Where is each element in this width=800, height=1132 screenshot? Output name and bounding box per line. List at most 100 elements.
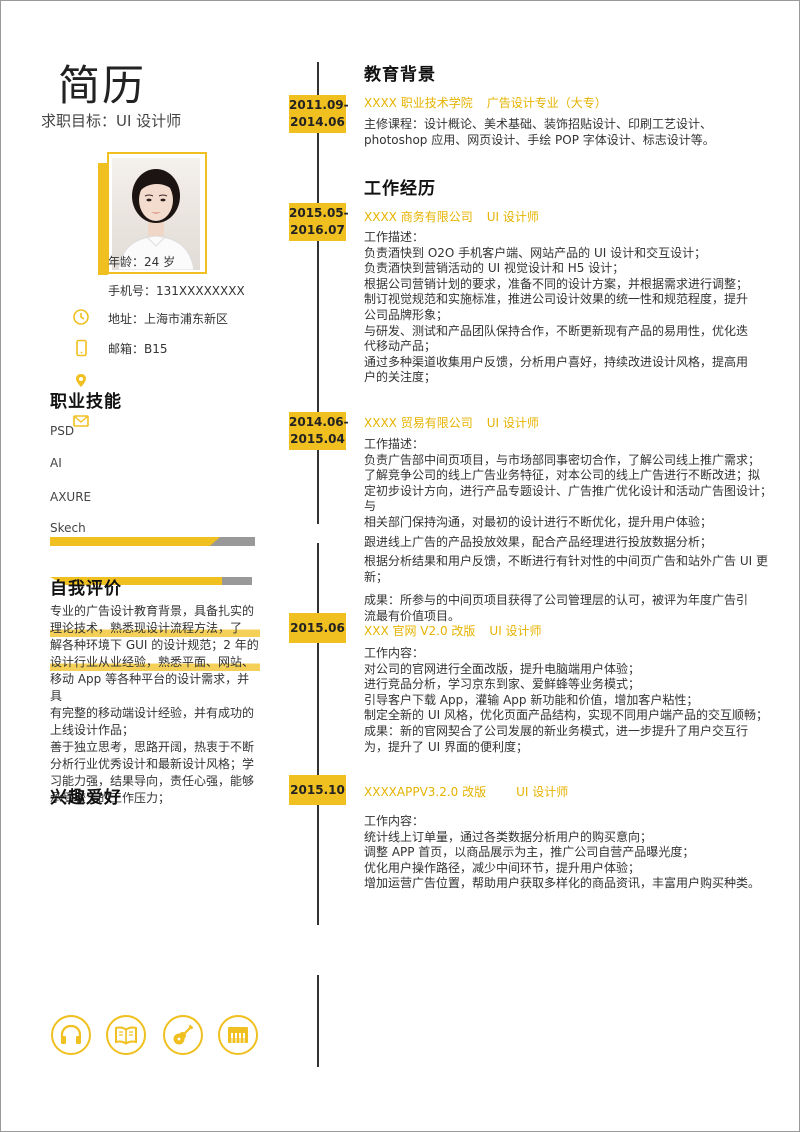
date-end: 2014.06 <box>290 115 345 129</box>
education-body: 主修课程：设计概论、美术基础、装饰招贴设计、印刷工艺设计、 photoshop … <box>364 117 774 148</box>
evaluation-line: 专业的广告设计教育背景，具备扎实的 <box>50 604 255 618</box>
evaluation-line: 承受较大的工作压力； <box>50 791 171 805</box>
work-body: 工作描述： 负责酒快到 O2O 手机客户端、网站产品的 UI 设计和交互设计； … <box>364 230 774 386</box>
work-line: 跟进线上广告的产品投放效果，配合产品经理进行投放数据分析； <box>364 534 713 549</box>
education-date: 2011.09- 2014.06 <box>289 95 349 133</box>
work-title: XXXX 商务有限公司 UI 设计师 <box>364 208 553 225</box>
evaluation-line: 习能力强，结果导向，责任心强，能够 <box>50 774 255 788</box>
evaluation-line: 有完整的移动端设计经验，并有成功的 <box>50 706 255 720</box>
info-age: 年龄：24 岁 <box>108 255 176 269</box>
date-start: 2014.06- <box>289 415 349 429</box>
skill-psd: PSD <box>50 424 75 438</box>
skill-sketch: Skech <box>50 521 86 535</box>
work-line: 对公司的官网进行全面改版，提升电脑端用户体验； <box>364 661 641 676</box>
work-body: 工作内容： 统计线上订单量，通过各类数据分析用户的购买意向； 调整 APP 首页… <box>364 814 774 892</box>
work-line: 负责广告部中间页项目，与市场部同事密切合作，了解公司线上推广需求； <box>364 452 761 467</box>
work-line: 工作描述： <box>364 230 425 244</box>
work-date: 2014.06- 2015.04 <box>289 412 349 450</box>
education-line: 主修课程：设计概论、美术基础、装饰招贴设计、印刷工艺设计、 <box>364 117 713 131</box>
work-title: XXXXAPPV3.2.0 改版 UI 设计师 <box>364 783 582 800</box>
work-line: 代移动产品； <box>364 339 437 354</box>
work-line: 为，提升了 UI 界面的便利度； <box>364 739 528 754</box>
skill-ai: AI <box>50 456 62 470</box>
evaluation-heading: 自我评价 <box>50 579 122 599</box>
work-line: 根据公司营销计划的要求，准备不同的设计方案，并根据需求进行调整； <box>364 276 749 291</box>
work-heading: 工作经历 <box>364 179 436 199</box>
work-line: 流最有价值项目。 <box>364 608 461 623</box>
work-line: 优化用户操作路径，减少中间环节，提升用户体验； <box>364 860 641 875</box>
work-line: 公司品牌形象； <box>364 307 449 322</box>
work-line: 工作内容： <box>364 646 425 660</box>
work-line: 户的关注度； <box>364 370 437 385</box>
work-line: 相关部门保持沟通，对最初的设计进行不断优化，提升用户体验； <box>364 514 713 529</box>
education-line: photoshop 应用、网页设计、手绘 POP 字体设计、标志设计等。 <box>364 132 715 147</box>
work-body: 工作描述： 负责广告部中间页项目，与市场部同事密切合作，了解公司线上推广需求； … <box>364 437 774 625</box>
guitar-icon <box>163 1015 203 1055</box>
skills-heading: 职业技能 <box>50 392 122 412</box>
evaluation-gray-bar <box>222 577 252 585</box>
work-date: 2015.06 <box>289 613 346 643</box>
work-line: 增加运营广告位置，帮助用户获取多样化的商品资讯，丰富用户购买种类。 <box>364 876 761 891</box>
evaluation-line: 分析行业优秀设计和最新设计风格；学 <box>50 757 255 771</box>
date-end: 2015.04 <box>290 432 345 446</box>
mobile-phone-icon <box>72 339 90 357</box>
role-name: UI 设计师 <box>486 210 539 224</box>
location-pin-icon <box>72 372 90 390</box>
timeline-line <box>317 543 319 925</box>
work-title: XXXX 贸易有限公司 UI 设计师 <box>364 414 553 431</box>
skills-bar-fill <box>50 537 220 546</box>
work-line: 了解竞争公司的线上广告业务特征，对本公司的线上广告进行不断改进；拟 <box>364 468 761 483</box>
timeline-line <box>317 62 319 524</box>
book-icon <box>106 1015 146 1055</box>
work-date: 2015.05- 2016.07 <box>289 203 349 241</box>
work-line: 工作内容： <box>364 814 425 828</box>
work-line: 与研发、测试和产品团队保持合作，不断更新现有产品的易用性，优化迭 <box>364 323 749 338</box>
resume-title: 简历 <box>58 61 147 110</box>
work-date: 2015.10 <box>289 775 346 805</box>
work-line: 工作描述： <box>364 437 425 451</box>
work-line: 根据分析结果和用户反馈，不断进行有针对性的中间页广告和站外广告 UI 更新； <box>364 554 768 584</box>
info-phone: 手机号：131XXXXXXXX <box>108 284 245 298</box>
evaluation-line: 上线设计作品； <box>50 723 135 737</box>
timeline-line <box>317 975 319 1067</box>
company-name: XXXX 贸易有限公司 <box>364 416 473 430</box>
clock-icon <box>72 308 90 326</box>
role-name: UI 设计师 <box>486 416 539 430</box>
info-address: 地址：上海市浦东新区 <box>108 312 229 326</box>
evaluation-line: 理论技术，熟悉现设计流程方法，了 <box>50 620 260 637</box>
work-line: 制定全新的 UI 风格，优化页面产品结构，实现不同用户端产品的交互顺畅； <box>364 708 768 723</box>
education-heading: 教育背景 <box>364 65 436 85</box>
evaluation-line: 移动 App 等各种平台的设计需求，并具 <box>50 672 250 703</box>
company-name: XXXX 商务有限公司 <box>364 210 473 224</box>
evaluation-line: 解各种环境下 GUI 的设计规范；2 年的 <box>50 638 259 652</box>
info-email: 邮箱：B15 <box>108 342 168 356</box>
work-line: 统计线上订单量，通过各类数据分析用户的购买意向； <box>364 829 653 844</box>
profile-photo <box>112 158 200 270</box>
work-line: 负责酒快到营销活动的 UI 视觉设计和 H5 设计； <box>364 261 625 276</box>
piano-icon <box>218 1015 258 1055</box>
company-name: XXXXAPPV3.2.0 改版 <box>364 785 487 799</box>
evaluation-text: 专业的广告设计教育背景，具备扎实的 理论技术，熟悉现设计流程方法，了 解各种环境… <box>50 603 260 807</box>
role-name: UI 设计师 <box>516 785 569 799</box>
education-title: XXXX 职业技术学院广告设计专业（大专） <box>364 94 621 111</box>
evaluation-accent-bar <box>50 577 240 585</box>
date-start: 2015.05- <box>289 206 349 220</box>
headphones-icon <box>51 1015 91 1055</box>
photo-accent-bar <box>98 163 108 275</box>
work-line: 成果：新的官网契合了公司发展的新业务模式，进一步提升了用户交互行 <box>364 723 749 738</box>
job-objective: 求职目标：UI 设计师 <box>41 112 182 130</box>
school-name: XXXX 职业技术学院 <box>364 96 473 110</box>
evaluation-line: 善于独立思考，思路开阔，热衷于不断 <box>50 740 255 754</box>
work-line: 定初步设计方向，进行产品专题设计、广告推广优化设计和活动广告图设计；与 <box>364 483 773 514</box>
evaluation-line: 设计行业从业经验，熟悉平面、网站、 <box>50 654 260 671</box>
envelope-icon <box>72 412 90 430</box>
major-name: 广告设计专业（大专） <box>486 96 607 110</box>
date-end: 2016.07 <box>290 223 345 237</box>
work-line: 进行竞品分析，学习京东到家、爱鲜蜂等业务模式； <box>364 677 641 692</box>
date-start: 2011.09- <box>289 98 349 112</box>
work-line: 负责酒快到 O2O 手机客户端、网站产品的 UI 设计和交互设计； <box>364 245 707 260</box>
work-line: 引导客户下载 App，灌输 App 新功能和价值，增加客户粘性； <box>364 692 699 707</box>
work-line: 通过多种渠道收集用户反馈，分析用户喜好，持续改进设计风格，提高用 <box>364 354 749 369</box>
company-name: XXX 官网 V2.0 改版 <box>364 624 476 638</box>
